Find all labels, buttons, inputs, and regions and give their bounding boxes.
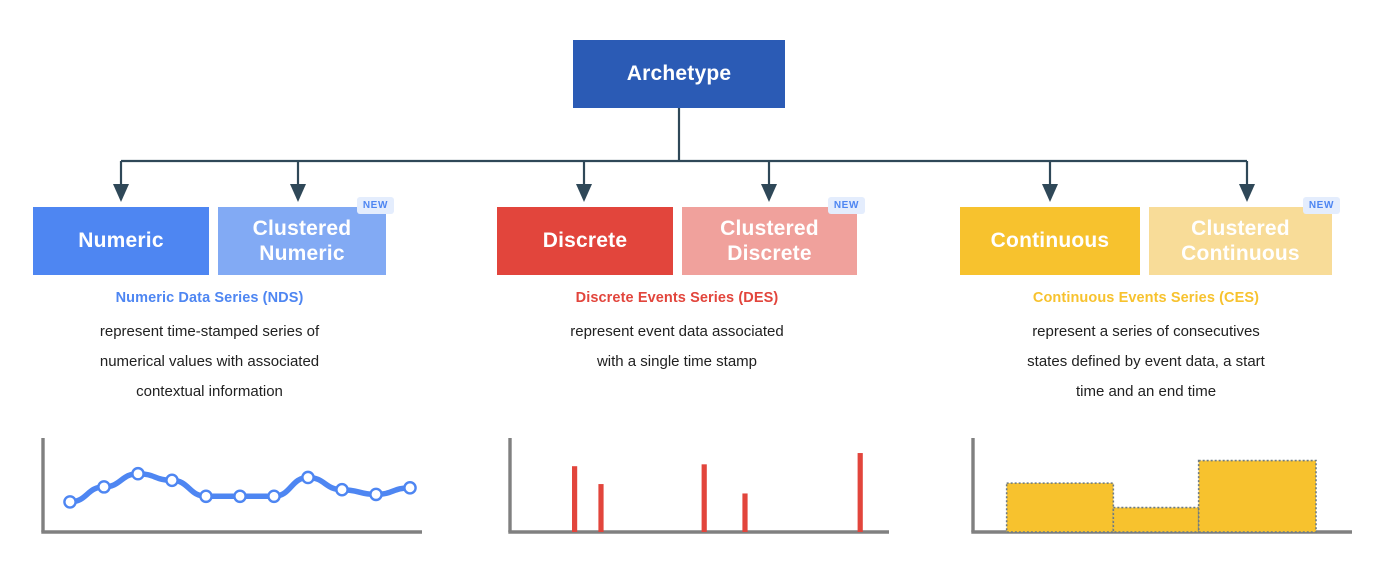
node-clustered-discrete-label-line1: Clustered — [720, 217, 819, 240]
caption-discrete-title: Discrete Events Series (DES) — [575, 290, 779, 306]
group-numeric: Numeric Clustered Numeric NEW Numeric Da… — [33, 197, 394, 400]
caption-continuous-line-1: represent a series of consecutives — [1032, 323, 1260, 340]
data-point-marker — [233, 489, 247, 504]
caption-continuous-body: represent a series of consecutives state… — [960, 317, 1332, 407]
chart-discrete — [497, 432, 897, 549]
node-clustered-numeric-label-line2: Numeric — [259, 242, 345, 265]
event-bar — [701, 464, 707, 532]
data-point-marker — [369, 487, 383, 502]
group-discrete: Discrete Clustered Discrete NEW Discrete… — [497, 197, 865, 370]
new-badge-numeric: NEW — [356, 197, 394, 214]
caption-numeric: Numeric Data Series (NDS) represent time… — [33, 290, 386, 407]
chart-numeric — [30, 432, 430, 549]
chart-continuous — [960, 432, 1360, 549]
caption-discrete-line-2: with a single time stamp — [596, 353, 758, 370]
node-clustered-numeric-label-line1: Clustered — [252, 217, 352, 240]
state-block — [1197, 459, 1317, 533]
data-point-marker — [301, 470, 315, 485]
event-bar — [572, 466, 578, 532]
data-point-marker — [63, 495, 77, 509]
group-discrete-boxes: Discrete Clustered Discrete NEW — [497, 197, 865, 275]
event-bar — [857, 453, 863, 532]
node-clustered-continuous[interactable]: Clustered Continuous NEW — [1149, 197, 1340, 275]
caption-numeric-line-1: represent time-stamped series of — [99, 323, 320, 340]
data-point-marker — [97, 480, 111, 494]
node-clustered-discrete-label-line2: Discrete — [727, 242, 812, 265]
new-badge-continuous: NEW — [1302, 197, 1340, 214]
node-discrete-label: Discrete — [542, 229, 628, 252]
node-continuous[interactable]: Continuous — [960, 207, 1140, 275]
caption-discrete-body: represent event data associated with a s… — [497, 317, 857, 377]
group-numeric-boxes: Numeric Clustered Numeric NEW — [33, 197, 394, 275]
data-point-marker — [131, 466, 145, 481]
chart-numeric-svg — [41, 438, 422, 534]
data-point-marker — [403, 481, 417, 495]
data-point-marker — [199, 489, 213, 504]
event-bar — [742, 493, 748, 532]
node-archetype-label: Archetype — [626, 62, 732, 85]
state-block — [1005, 482, 1115, 533]
node-discrete[interactable]: Discrete — [497, 207, 673, 275]
data-point-marker — [335, 482, 349, 497]
caption-continuous-line-2: states defined by event data, a start — [1027, 353, 1265, 370]
node-clustered-numeric[interactable]: Clustered Numeric NEW — [218, 197, 394, 275]
state-block — [1112, 506, 1200, 533]
arrow-heads — [113, 184, 1255, 202]
chart-discrete-svg — [508, 438, 889, 534]
caption-continuous-title: Continuous Events Series (CES) — [1032, 290, 1260, 306]
caption-numeric-title: Numeric Data Series (NDS) — [115, 290, 304, 306]
chart-continuous-svg — [971, 438, 1352, 534]
node-numeric[interactable]: Numeric — [33, 207, 209, 275]
node-clustered-discrete[interactable]: Clustered Discrete NEW — [682, 197, 865, 275]
caption-discrete-line-1: represent event data associated — [570, 323, 784, 340]
group-continuous-boxes: Continuous Clustered Continuous NEW — [960, 197, 1340, 275]
data-point-marker — [267, 489, 281, 504]
node-continuous-label: Continuous — [990, 229, 1110, 252]
caption-numeric-body: represent time-stamped series of numeric… — [33, 317, 386, 407]
caption-continuous: Continuous Events Series (CES) represent… — [960, 290, 1332, 407]
node-clustered-continuous-label-line1: Clustered — [1191, 217, 1290, 240]
caption-continuous-line-3: time and an end time — [1075, 383, 1217, 400]
node-clustered-numeric-label: Clustered Numeric — [247, 216, 358, 266]
group-continuous: Continuous Clustered Continuous NEW Cont… — [960, 197, 1340, 400]
new-badge-discrete: NEW — [827, 197, 865, 214]
caption-numeric-line-2: numerical values with associated — [99, 353, 320, 370]
node-clustered-discrete-label: Clustered Discrete — [714, 216, 825, 266]
node-clustered-continuous-label-line2: Continuous — [1181, 242, 1300, 265]
caption-discrete: Discrete Events Series (DES) represent e… — [497, 290, 857, 377]
caption-numeric-line-3: contextual information — [136, 383, 283, 400]
node-archetype[interactable]: Archetype — [573, 40, 785, 108]
node-numeric-label: Numeric — [78, 229, 164, 252]
node-clustered-continuous-label: Clustered Continuous — [1175, 216, 1306, 266]
event-bar — [598, 484, 604, 532]
data-point-marker — [165, 473, 179, 488]
